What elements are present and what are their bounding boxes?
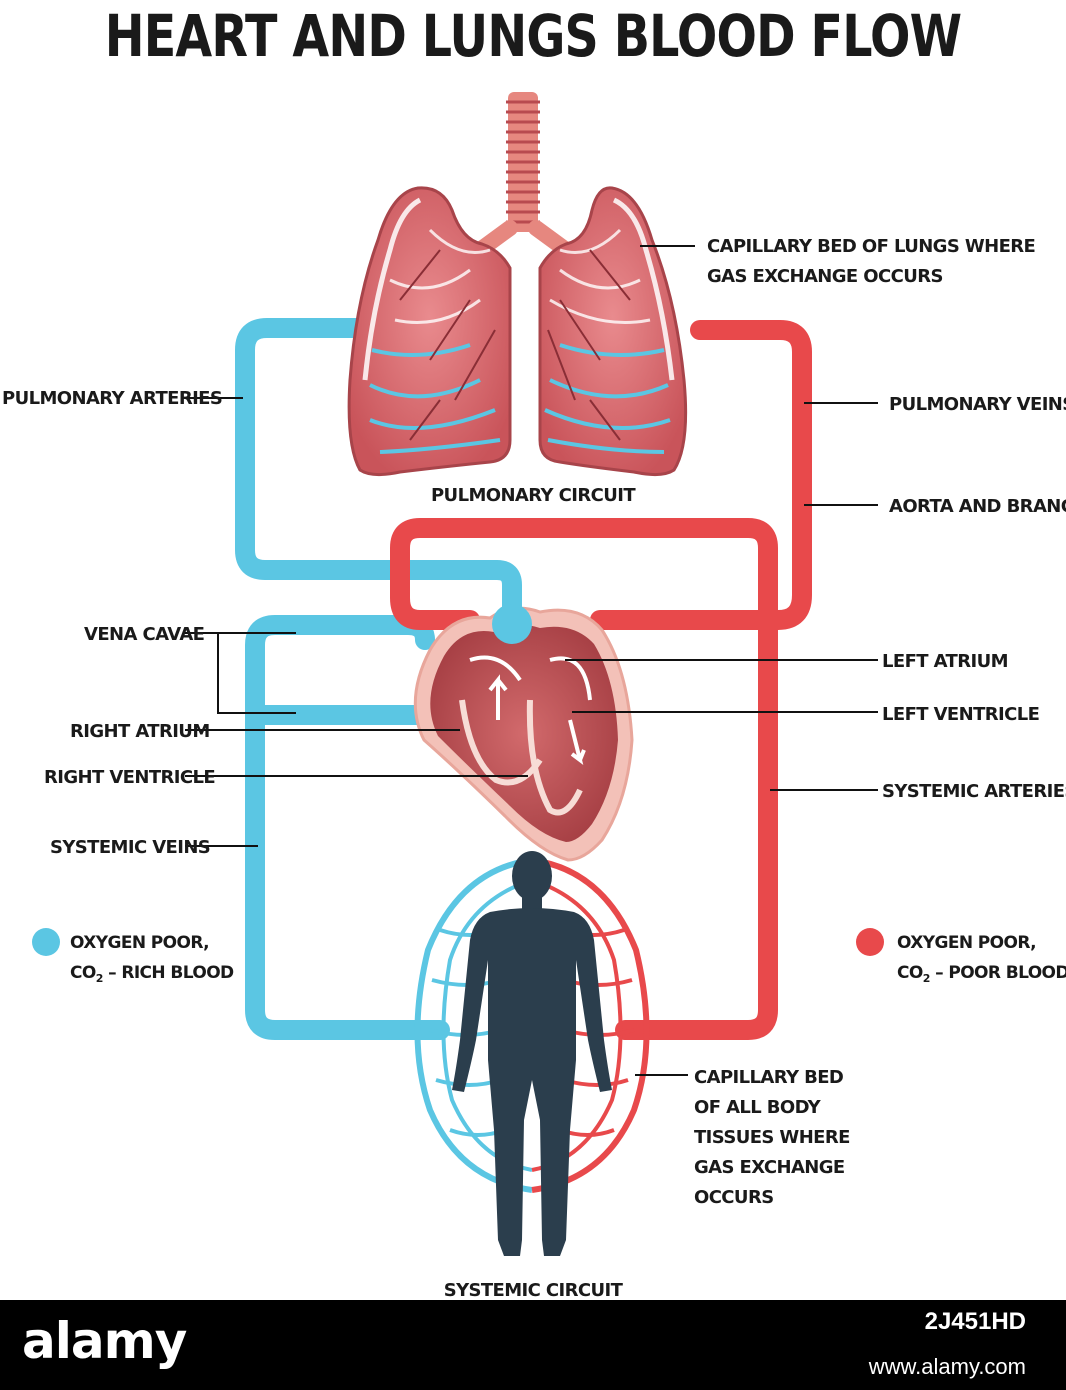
- label-capillary-body-5: OCCURS: [694, 1187, 774, 1208]
- label-pulmonary-arteries: PULMONARY ARTERIES: [2, 388, 222, 409]
- label-right-atrium: RIGHT ATRIUM: [70, 721, 210, 742]
- leader-lines: [185, 245, 878, 1076]
- legend-oxygen-poor-blue: OXYGEN POOR, CO2 – RICH BLOOD: [32, 928, 235, 985]
- human-silhouette: [452, 851, 612, 1256]
- legend-blue-line2: CO2 – RICH BLOOD: [70, 963, 234, 985]
- right-lung: [538, 186, 688, 477]
- label-capillary-lungs-2: GAS EXCHANGE OCCURS: [707, 266, 943, 287]
- watermark-bar: alamy 2J451HD www.alamy.com: [0, 1300, 1066, 1390]
- label-systemic-veins: SYSTEMIC VEINS: [50, 837, 210, 858]
- label-pulmonary-veins: PULMONARY VEINS: [889, 394, 1066, 415]
- label-systemic-circuit: SYSTEMIC CIRCUIT: [444, 1280, 624, 1300]
- pulmonary-vein-vessel: [590, 320, 812, 630]
- label-aorta: AORTA AND BRANCHES: [889, 496, 1066, 517]
- label-vena-cavae: VENA CAVAE: [84, 624, 204, 645]
- legend-blue-line1: OXYGEN POOR,: [70, 933, 209, 953]
- legend-red-line1: OXYGEN POOR,: [897, 933, 1036, 953]
- label-systemic-arteries: SYSTEMIC ARTERIES: [882, 781, 1066, 802]
- label-capillary-lungs-1: CAPILLARY BED OF LUNGS WHERE: [707, 236, 1035, 257]
- blood-flow-diagram: CAPILLARY BED OF LUNGS WHERE GAS EXCHANG…: [2, 92, 1066, 1300]
- label-right-ventricle: RIGHT VENTRICLE: [44, 767, 215, 788]
- legend-oxygen-poor-red: OXYGEN POOR, CO2 – POOR BLOOD: [856, 928, 1066, 985]
- systemic-vein-vessel: [245, 615, 450, 1040]
- legend-red-line2: CO2 – POOR BLOOD: [897, 963, 1066, 985]
- legend-blue-swatch: [32, 928, 60, 956]
- label-left-atrium: LEFT ATRIUM: [882, 651, 1008, 672]
- left-lung: [347, 186, 512, 477]
- watermark-logo: alamy: [22, 1312, 187, 1370]
- label-capillary-body-1: CAPILLARY BED: [694, 1067, 843, 1088]
- watermark-url: www.alamy.com: [868, 1354, 1026, 1379]
- label-capillary-body-4: GAS EXCHANGE: [694, 1157, 845, 1178]
- label-pulmonary-circuit: PULMONARY CIRCUIT: [431, 485, 636, 506]
- label-left-ventricle: LEFT VENTRICLE: [882, 704, 1039, 725]
- aorta-vessel: [390, 518, 778, 1040]
- heart: [413, 604, 634, 862]
- page-title: HEART AND LUNGS BLOOD FLOW: [104, 2, 962, 70]
- label-capillary-body-2: OF ALL BODY: [694, 1097, 822, 1118]
- label-capillary-body-3: TISSUES WHERE: [694, 1127, 850, 1148]
- trachea: [472, 92, 574, 258]
- pulmonary-artery-vessel: [235, 318, 522, 620]
- watermark-image-id: 2J451HD: [924, 1308, 1026, 1335]
- legend-red-swatch: [856, 928, 884, 956]
